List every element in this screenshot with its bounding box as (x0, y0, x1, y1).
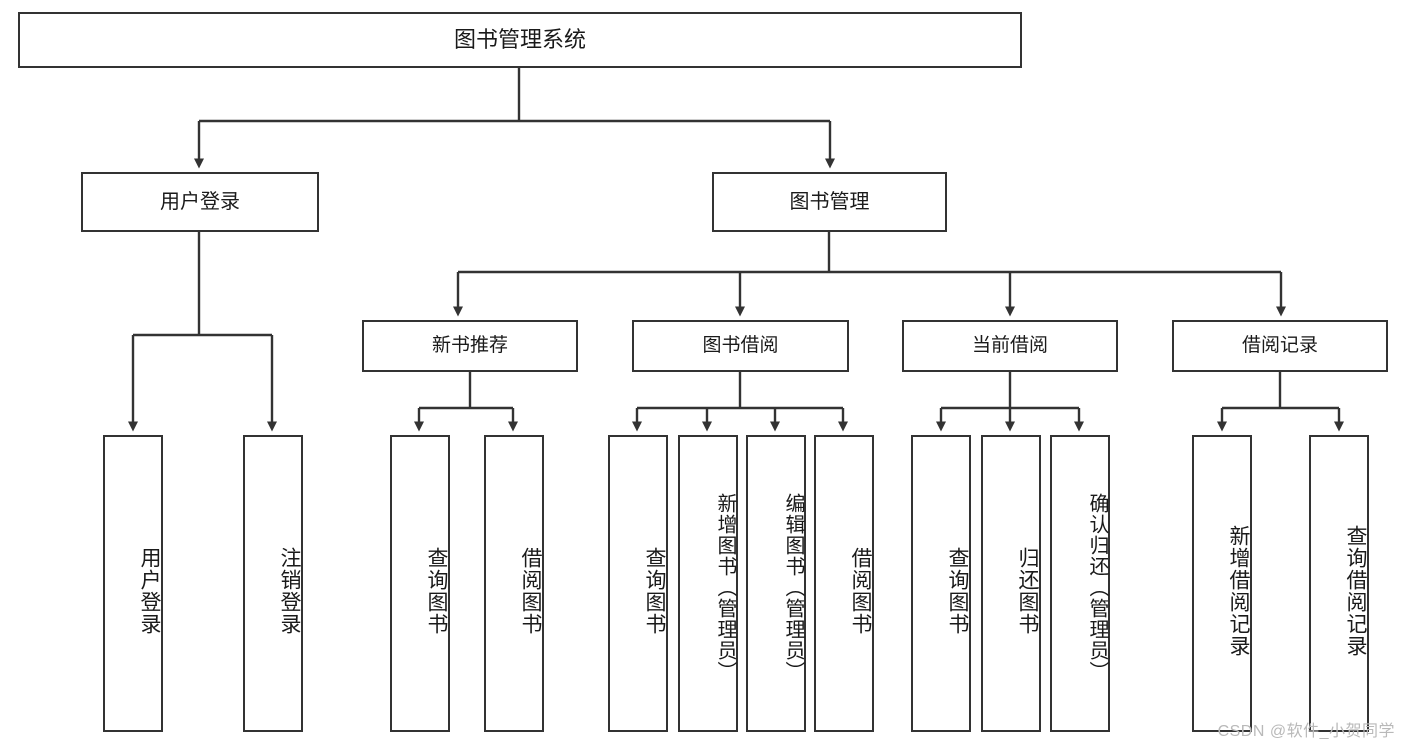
leaf-query-borrow-record[interactable]: 查询借阅记录 (1309, 435, 1369, 732)
leaf-user-login[interactable]: 用户登录 (103, 435, 163, 732)
node-book-borrow[interactable]: 图书借阅 (632, 320, 849, 372)
leaf-add-book-admin[interactable]: 新增图书（管理员） (678, 435, 738, 732)
leaf-query-book-current[interactable]: 查询图书 (911, 435, 971, 732)
leaf-borrow-book-recommend[interactable]: 借阅图书 (484, 435, 544, 732)
leaf-query-book-borrow[interactable]: 查询图书 (608, 435, 668, 732)
leaf-borrow-book-borrow[interactable]: 借阅图书 (814, 435, 874, 732)
leaf-confirm-return-admin[interactable]: 确认归还（管理员） (1050, 435, 1110, 732)
leaf-edit-book-admin[interactable]: 编辑图书（管理员） (746, 435, 806, 732)
leaf-query-book-recommend[interactable]: 查询图书 (390, 435, 450, 732)
leaf-user-logout[interactable]: 注销登录 (243, 435, 303, 732)
node-borrow-record[interactable]: 借阅记录 (1172, 320, 1388, 372)
node-root-system[interactable]: 图书管理系统 (18, 12, 1022, 68)
node-new-book-recommend[interactable]: 新书推荐 (362, 320, 578, 372)
node-book-manage[interactable]: 图书管理 (712, 172, 947, 232)
node-current-borrow[interactable]: 当前借阅 (902, 320, 1118, 372)
node-user-login[interactable]: 用户登录 (81, 172, 319, 232)
csdn-watermark: CSDN @软件_小贺同学 (1217, 723, 1395, 740)
leaf-return-book[interactable]: 归还图书 (981, 435, 1041, 732)
leaf-add-borrow-record[interactable]: 新增借阅记录 (1192, 435, 1252, 732)
